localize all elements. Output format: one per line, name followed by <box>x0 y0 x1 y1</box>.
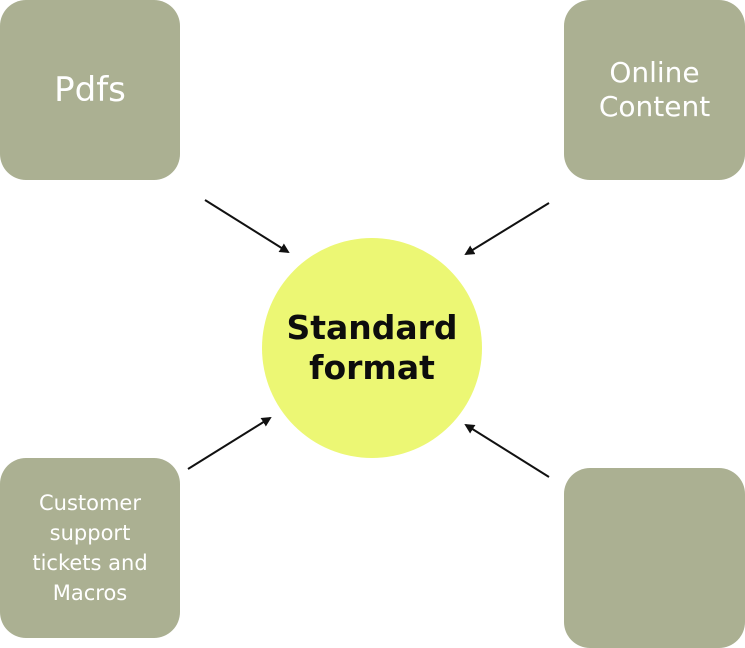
source-node-online-content: Online Content <box>564 0 745 180</box>
center-node-label: Standard format <box>286 308 458 387</box>
arrow-empty-to-center <box>464 423 550 478</box>
source-node-label: Online Content <box>598 56 711 123</box>
source-node-label: Pdfs <box>54 70 126 110</box>
source-node-customer-support: Customer support tickets and Macros <box>0 458 180 638</box>
arrow-pdfs-to-center <box>204 199 290 254</box>
source-node-label: Customer support tickets and Macros <box>32 491 148 605</box>
center-node: Standard format <box>262 238 482 458</box>
arrow-support-to-center <box>187 416 272 470</box>
source-node-empty <box>564 468 745 648</box>
arrow-online-to-center <box>464 202 550 256</box>
source-node-pdfs: Pdfs <box>0 0 180 180</box>
